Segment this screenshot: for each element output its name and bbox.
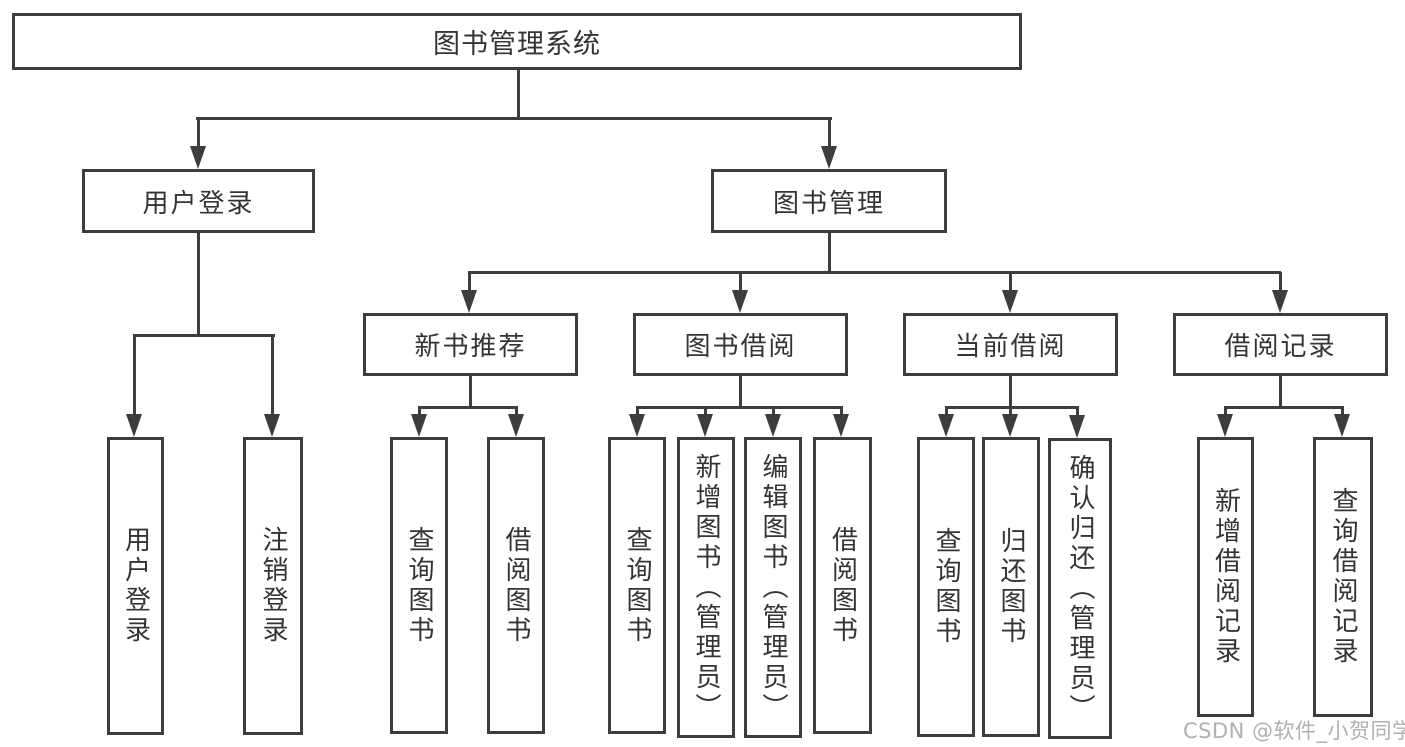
node-borrow-records: 借阅记录 xyxy=(1173,313,1388,376)
connector-arrowhead-icon xyxy=(126,414,142,437)
connector-line xyxy=(1076,407,1079,416)
connector-line xyxy=(517,68,520,120)
connector-line xyxy=(828,233,831,274)
node-label: 当前借阅 xyxy=(954,332,1067,362)
leaf-newbook-query: 查询图书 xyxy=(390,437,448,734)
leaf-borrow-query: 查询图书 xyxy=(608,437,666,734)
node-user-login: 用户登录 xyxy=(82,169,315,233)
connector-line xyxy=(704,407,707,416)
connector-line xyxy=(828,118,831,148)
connector-arrowhead-icon xyxy=(190,146,206,169)
node-label: 借阅图书 xyxy=(501,525,531,646)
connector-arrowhead-icon xyxy=(765,414,781,437)
connector-line xyxy=(636,406,843,409)
node-label: 查询图书 xyxy=(622,525,652,646)
csdn-watermark: CSDN @软件_小贺同学 xyxy=(1183,719,1405,743)
node-label: 图书借阅 xyxy=(684,332,797,362)
leaf-current-return: 归还图书 xyxy=(982,437,1040,737)
node-label: 归还图书 xyxy=(996,527,1026,647)
connector-arrowhead-icon xyxy=(264,414,280,437)
connector-line xyxy=(468,271,1281,274)
node-label: 借阅图书 xyxy=(827,525,858,646)
connector-line xyxy=(840,407,843,416)
node-label: 查询借阅记录 xyxy=(1328,487,1358,667)
node-book-management: 图书管理 xyxy=(711,169,947,233)
node-label: 用户登录 xyxy=(120,526,151,646)
connector-line xyxy=(271,335,274,416)
connector-line xyxy=(636,407,639,416)
connector-line xyxy=(1224,406,1344,409)
node-label: 借阅记录 xyxy=(1224,332,1337,362)
connector-line xyxy=(133,334,275,337)
connector-arrowhead-icon xyxy=(1069,415,1085,438)
connector-arrowhead-icon xyxy=(1002,290,1018,313)
connector-line xyxy=(197,118,200,148)
connector-arrowhead-icon xyxy=(1272,290,1288,313)
connector-line xyxy=(1341,407,1344,416)
connector-line xyxy=(469,376,472,409)
connector-arrowhead-icon xyxy=(821,146,837,169)
node-label: 确认归还（管理员） xyxy=(1065,453,1095,724)
connector-line xyxy=(945,406,1079,409)
connector-arrowhead-icon xyxy=(1217,414,1233,437)
node-label: 用户登录 xyxy=(142,188,255,219)
connector-arrowhead-icon xyxy=(938,414,954,437)
connector-arrowhead-icon xyxy=(833,414,849,437)
connector-line xyxy=(133,335,136,416)
node-label: 注销登录 xyxy=(258,526,288,646)
connector-arrowhead-icon xyxy=(411,414,427,437)
connector-line xyxy=(468,272,471,292)
leaf-logout: 注销登录 xyxy=(243,437,303,735)
connector-line xyxy=(945,407,948,416)
leaf-current-query: 查询图书 xyxy=(917,437,975,737)
connector-line xyxy=(197,233,200,337)
node-current-borrow: 当前借阅 xyxy=(903,313,1118,376)
connector-arrowhead-icon xyxy=(1334,414,1350,437)
node-label: 新增借阅记录 xyxy=(1210,487,1241,667)
node-label: 编辑图书（管理员） xyxy=(758,452,788,723)
node-label: 查询图书 xyxy=(931,527,961,647)
node-label: 新书推荐 xyxy=(414,332,527,362)
connector-line xyxy=(1279,376,1282,409)
leaf-borrow-add-admin: 新增图书（管理员） xyxy=(677,437,735,738)
connector-arrowhead-icon xyxy=(508,414,524,437)
node-label: 图书管理 xyxy=(772,188,885,219)
node-root: 图书管理系统 xyxy=(12,13,1022,70)
connector-line xyxy=(515,407,518,416)
connector-arrowhead-icon xyxy=(1002,414,1018,437)
connector-line xyxy=(1009,272,1012,292)
node-label: 查询图书 xyxy=(404,525,434,646)
connector-line xyxy=(739,272,742,292)
connector-arrowhead-icon xyxy=(629,414,645,437)
connector-arrowhead-icon xyxy=(697,414,713,437)
connector-line xyxy=(196,117,832,120)
node-label: 新增图书（管理员） xyxy=(691,452,721,723)
node-new-book-recommend: 新书推荐 xyxy=(363,313,578,376)
connector-line xyxy=(739,376,742,409)
node-book-borrow: 图书借阅 xyxy=(633,313,848,376)
connector-line xyxy=(772,407,775,416)
leaf-borrow-book: 借阅图书 xyxy=(813,437,872,734)
leaf-borrow-edit-admin: 编辑图书（管理员） xyxy=(744,437,802,738)
connector-line xyxy=(1279,272,1282,292)
leaf-current-confirm-admin: 确认归还（管理员） xyxy=(1048,438,1112,739)
node-label: 图书管理系统 xyxy=(433,29,601,60)
leaf-user-login: 用户登录 xyxy=(107,437,164,735)
leaf-record-add: 新增借阅记录 xyxy=(1197,437,1254,717)
connector-arrowhead-icon xyxy=(732,290,748,313)
connector-line xyxy=(1009,407,1012,416)
connector-line xyxy=(1009,376,1012,409)
connector-line xyxy=(418,407,421,416)
connector-line xyxy=(418,406,518,409)
connector-line xyxy=(1224,407,1227,416)
leaf-record-query: 查询借阅记录 xyxy=(1313,437,1373,717)
connector-arrowhead-icon xyxy=(461,290,477,313)
leaf-newbook-borrow: 借阅图书 xyxy=(487,437,545,734)
